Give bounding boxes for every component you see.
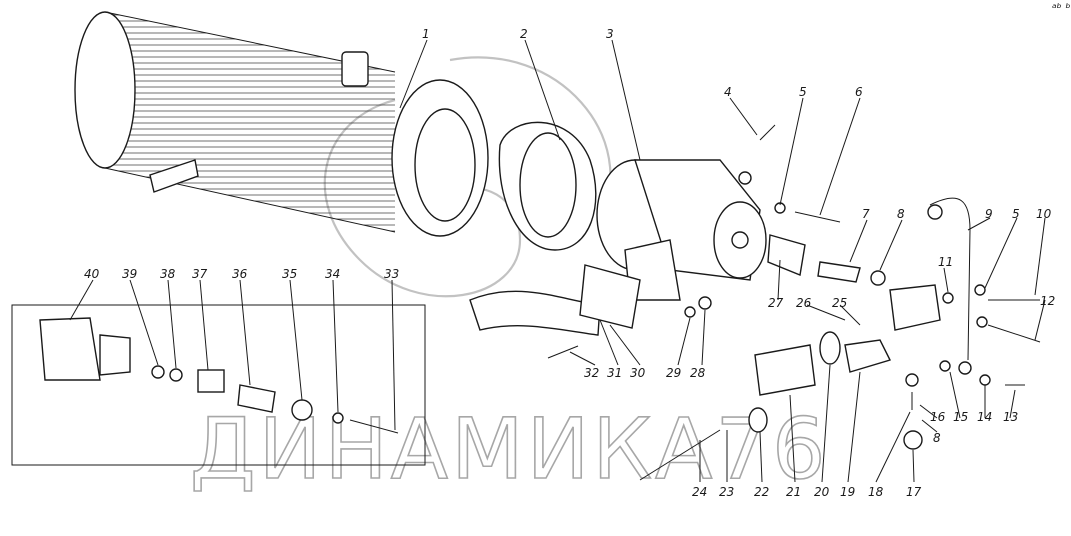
- callout-2: 2: [520, 27, 528, 41]
- callout-36: 36: [232, 267, 248, 281]
- callout-24: 24: [692, 485, 707, 499]
- callout-9: 9: [985, 207, 993, 221]
- callout-38: 38: [160, 267, 176, 281]
- callout-16: 16: [930, 410, 946, 424]
- part-elbow-pipe: [469, 264, 641, 336]
- small-parts: [547, 124, 1041, 481]
- callout-6: 6: [855, 85, 863, 99]
- callout-19: 19: [840, 485, 855, 499]
- callout-33: 33: [384, 267, 399, 281]
- callout-23: 23: [719, 485, 734, 499]
- callout-25: 25: [832, 296, 847, 310]
- callout-30: 30: [630, 366, 646, 380]
- callout-10: 10: [1036, 207, 1052, 221]
- callout-11: 11: [938, 255, 953, 269]
- part-cylinder: [74, 11, 489, 237]
- callout-22: 22: [754, 485, 769, 499]
- callout-26: 26: [796, 296, 812, 310]
- callout-32: 32: [584, 366, 599, 380]
- callout-15: 15: [953, 410, 968, 424]
- callout-4: 4: [724, 85, 732, 99]
- watermark-text: ДИНАМИКА76: [190, 400, 828, 498]
- callout-29: 29: [666, 366, 681, 380]
- callout-27: 27: [768, 296, 784, 310]
- callout-34: 34: [325, 267, 340, 281]
- callout-39: 39: [122, 267, 137, 281]
- part-gasket: [498, 121, 597, 251]
- callout-17: 17: [906, 485, 922, 499]
- inset-box: [11, 304, 426, 466]
- callout-5: 5: [799, 85, 807, 99]
- callout-13: 13: [1003, 410, 1018, 424]
- callout-40: 40: [84, 267, 100, 281]
- callout-28: 28: [690, 366, 706, 380]
- callout-37: 37: [192, 267, 208, 281]
- callout-labels: ᵃᵇ ᵇᵇᵇ 1 2 3 4 5 6 7 8 9 5 10 11 12 25 2…: [84, 1, 1071, 499]
- callout-31: 31: [607, 366, 622, 380]
- corner-mark: ᵃᵇ ᵇᵇᵇ: [1052, 1, 1071, 15]
- callout-8: 8: [897, 207, 905, 221]
- callout-14: 14: [977, 410, 992, 424]
- callout-20: 20: [814, 485, 830, 499]
- callout-3: 3: [606, 27, 614, 41]
- callout-12: 12: [1040, 294, 1055, 308]
- callout-5b: 5: [1012, 207, 1020, 221]
- callout-35: 35: [282, 267, 297, 281]
- callout-21: 21: [786, 485, 801, 499]
- callout-7: 7: [862, 207, 870, 221]
- leader-lines: [69, 39, 1046, 483]
- callout-18: 18: [868, 485, 884, 499]
- callout-1: 1: [422, 27, 430, 41]
- callout-8b: 8: [933, 431, 941, 445]
- part-housing: [596, 159, 767, 301]
